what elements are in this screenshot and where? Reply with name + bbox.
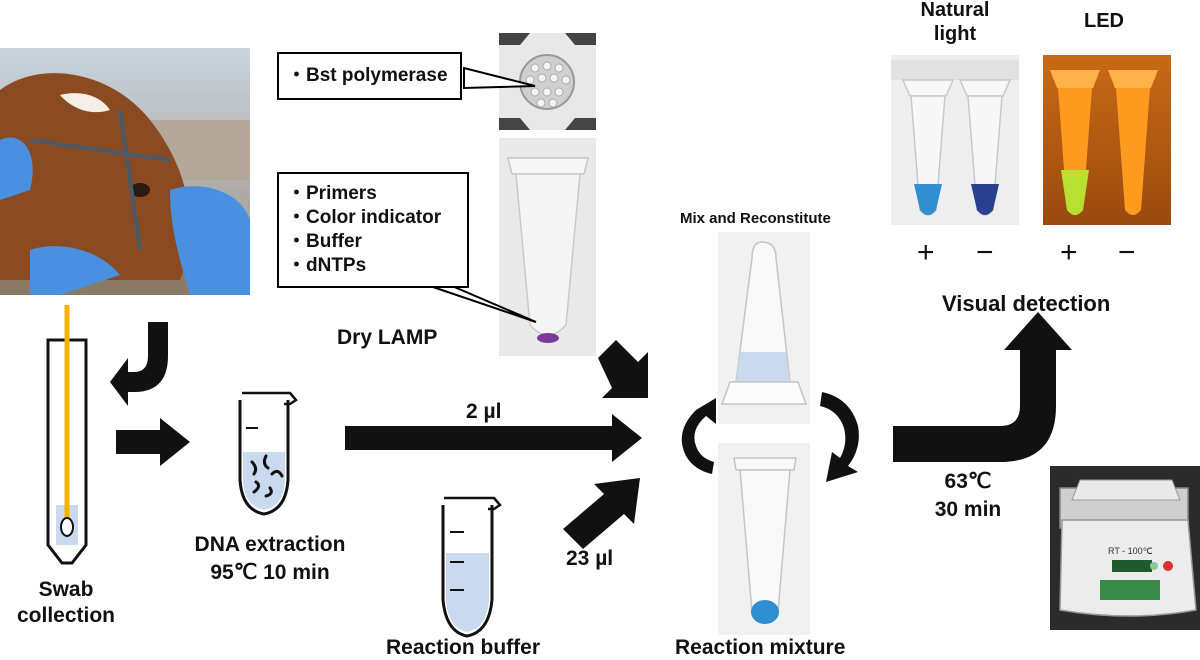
mix-label: Mix and Reconstitute [680,210,831,227]
reaction-mixture-label: Reaction mixture [675,636,846,659]
right-arrow-icon [116,418,190,466]
negative-sign: − [1118,236,1136,269]
extraction-label-line2: 95℃ 10 min [210,561,330,584]
diagonal-arrow-up-icon [563,478,640,549]
positive-sign: + [1060,236,1078,269]
reagent-callout-line: ・dNTPs [287,255,367,276]
swab-label: Swab collection [16,577,116,629]
callout-pointer [463,66,536,90]
reagent-callout-line: ・Primers [287,183,377,204]
negative-sign: − [976,236,994,269]
natural-light-photo [891,55,1019,225]
reagent-callout-line: ・Buffer [287,231,362,252]
horse-photo [0,48,250,295]
reaction-buffer-tube-icon [441,496,502,638]
diagonal-arrow-down-icon [598,340,648,398]
reagent-callout: ・Primers ・Color indicator ・Buffer ・dNTPs [277,172,469,288]
swab-tube-icon [46,305,88,565]
long-arrow-icon [345,414,642,462]
led-label: LED [1084,10,1124,32]
extraction-tube-icon [238,391,298,516]
mix-arrow-right-icon [820,392,859,482]
natural-light-label: Natural light [900,0,1010,46]
heat-block-display: RT - 100℃ [1108,546,1153,556]
curved-arrow-icon [110,322,168,406]
buffer-volume-label: 23 µl [566,547,614,570]
swab-label-line1: Swab [38,578,94,601]
sample-volume-label: 2 µl [466,400,502,423]
positive-sign: + [917,236,935,269]
dry-lamp-label: Dry LAMP [337,326,438,349]
swab-label-line2: collection [16,604,116,627]
reconstituted-tube-photo [718,232,810,424]
reagent-callout-line: ・Color indicator [287,207,442,228]
mix-arrow-left-icon [681,398,716,474]
heat-block-photo [1050,466,1200,630]
enzyme-callout-line: ・Bst polymerase [287,65,448,86]
led-photo [1043,55,1171,225]
extraction-label: DNA extraction 95℃ 10 min [180,531,360,587]
reaction-buffer-label: Reaction buffer [386,636,541,659]
incubation-time: 30 min [934,498,1002,521]
elbow-arrow-up-icon [893,312,1072,462]
incubation-label: 63℃ 30 min [928,468,1008,524]
natural-light-line2: light [933,23,977,45]
extraction-label-line1: DNA extraction [194,533,346,556]
dry-lamp-tube-photo [499,138,596,356]
incubation-temp: 63℃ [944,470,992,493]
reaction-mixture-tube-photo [718,443,810,635]
enzyme-callout: ・Bst polymerase [277,52,462,100]
visual-detection-label: Visual detection [942,291,1111,316]
natural-light-line1: Natural [920,0,990,21]
